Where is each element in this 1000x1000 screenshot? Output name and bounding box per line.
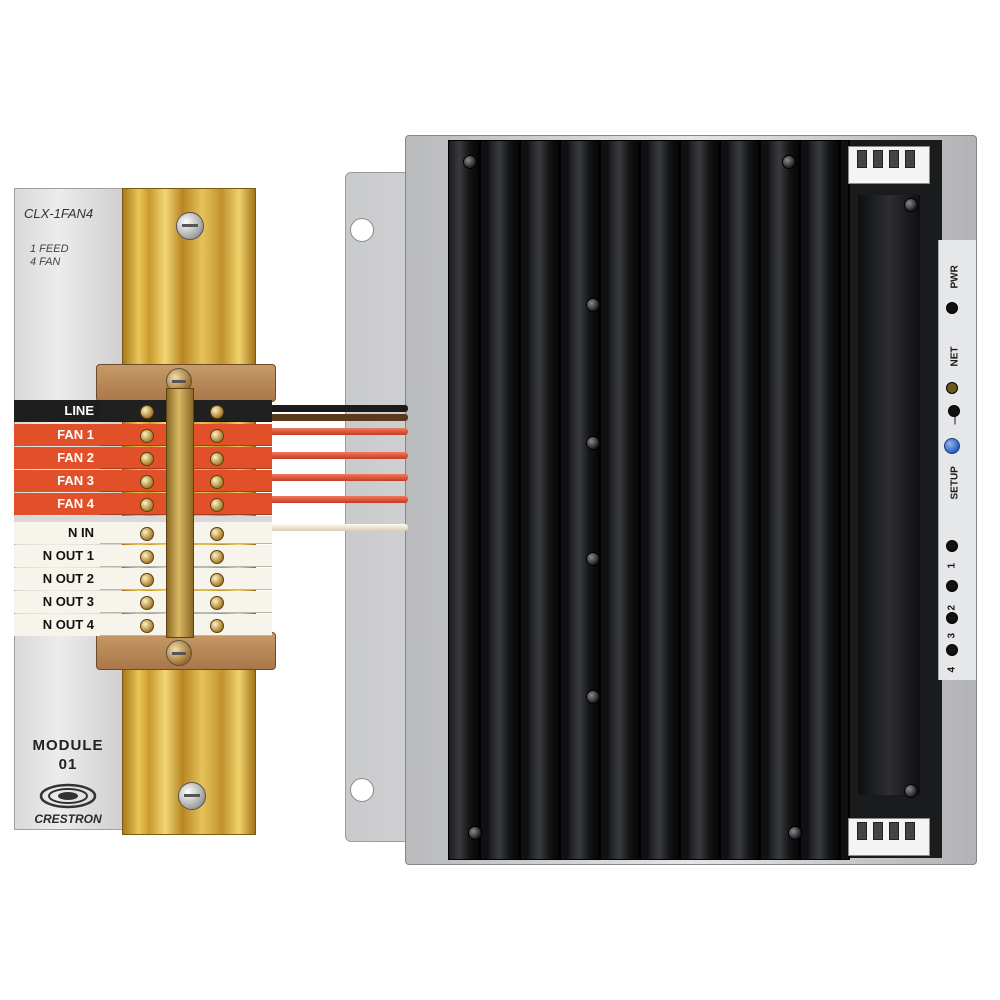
fan-2-label: FAN 2 <box>14 447 100 469</box>
line-label: LINE <box>14 400 100 422</box>
feed-label: 1 FEED <box>30 243 69 255</box>
fan-wire <box>268 496 408 503</box>
net-connector-top[interactable] <box>848 146 930 184</box>
channel-led <box>946 580 958 592</box>
net-label: NET <box>949 346 961 367</box>
screw-icon <box>463 155 477 169</box>
neutral-wire <box>268 524 408 531</box>
line-wire <box>268 414 408 421</box>
jumper-bar <box>166 388 194 638</box>
rail-screw-icon <box>178 782 206 810</box>
setup-button[interactable] <box>944 438 960 454</box>
n-out-3-label: N OUT 3 <box>14 591 100 613</box>
rail-screw-icon <box>176 212 204 240</box>
fan-4-label: FAN 4 <box>14 493 100 515</box>
net-connector-bottom[interactable] <box>848 818 930 856</box>
fan-3-label: FAN 3 <box>14 470 100 492</box>
channel-led <box>946 644 958 656</box>
crestron-logo-icon <box>39 783 97 809</box>
status-led <box>948 405 960 417</box>
line-wire <box>268 405 408 412</box>
row-divider <box>14 516 272 522</box>
channel-label: 1 <box>946 562 958 569</box>
pwr-label: PWR <box>949 265 961 289</box>
heatsink <box>448 140 850 860</box>
screw-icon <box>904 198 918 212</box>
fan-wire <box>268 428 408 435</box>
n-out-1-label: N OUT 1 <box>14 545 100 567</box>
channel-label: 3 <box>946 632 958 639</box>
keyhole-slot-bottom <box>350 778 374 802</box>
n-out-4-label: N OUT 4 <box>14 614 100 636</box>
fan-count-label: 4 FAN <box>30 256 61 268</box>
channel-label: 2 <box>946 604 958 611</box>
fan-wire <box>268 474 408 481</box>
control-board-channel <box>858 195 920 795</box>
screw-icon <box>782 155 796 169</box>
fan-wire <box>268 452 408 459</box>
channel-led <box>946 540 958 552</box>
screw-icon <box>586 690 600 704</box>
screw-icon <box>586 552 600 566</box>
status-panel <box>938 240 976 680</box>
screw-icon <box>904 784 918 798</box>
module-number: 01 <box>58 756 78 773</box>
screw-icon <box>586 298 600 312</box>
pwr-led <box>946 302 958 314</box>
net-led <box>946 382 958 394</box>
setup-label: SETUP <box>949 466 961 500</box>
n-out-2-label: N OUT 2 <box>14 568 100 590</box>
screw-icon <box>468 826 482 840</box>
channel-label: 4 <box>946 666 958 673</box>
screw-icon <box>788 826 802 840</box>
module-title: MODULE <box>32 737 104 754</box>
n-in-label: N IN <box>14 522 100 544</box>
brand-label: CRESTRON <box>34 812 102 826</box>
model-label: CLX-1FAN4 <box>24 206 94 221</box>
screw-icon <box>586 436 600 450</box>
fan-1-label: FAN 1 <box>14 424 100 446</box>
keyhole-slot-top <box>350 218 374 242</box>
block-screw-icon <box>166 640 192 666</box>
channel-led <box>946 612 958 624</box>
